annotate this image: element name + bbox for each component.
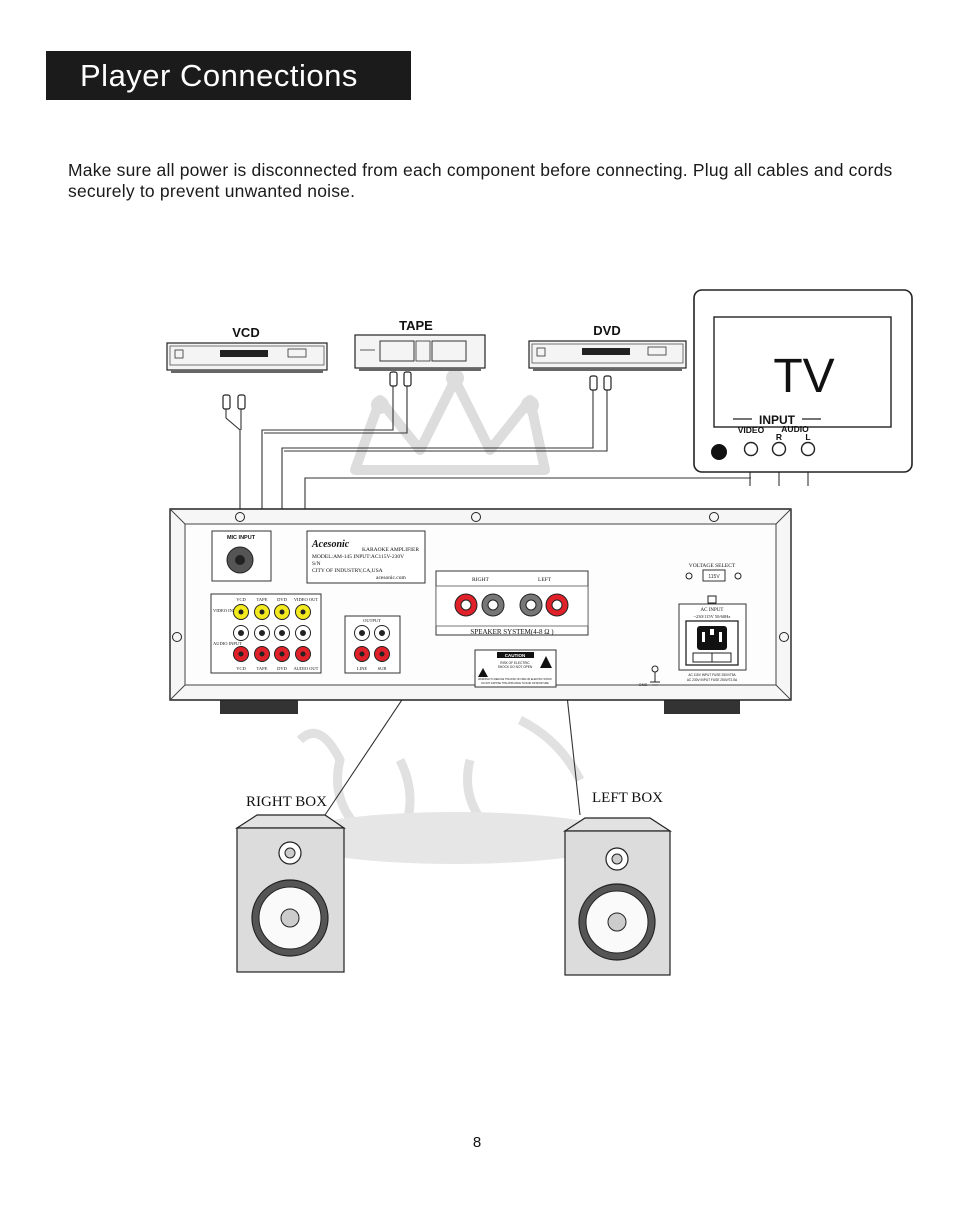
title-bar: Player Connections	[46, 51, 411, 100]
sub-label: SUB	[378, 666, 387, 671]
amp-model-line: MODEL:AM-145 INPUT:AC115V-230V	[312, 554, 404, 560]
dvd-player: DVD	[528, 323, 687, 371]
amp-serial-line: S/N	[312, 561, 321, 567]
mic-input-label: MIC INPUT	[227, 535, 256, 541]
jack-label-dvd-bottom: DVD	[277, 666, 287, 671]
tv-power-knob	[711, 444, 727, 460]
caution-warning2: DO NOT EXPOSE THIS APPLIANCE TO RAIN OR …	[481, 682, 549, 685]
ac-input-label: AC INPUT	[701, 608, 724, 613]
caution-warning1: WARNING:TO REDUCE THE RISK OF FIRE OR EL…	[478, 678, 552, 681]
tv: TV INPUT VIDEO AUDIO R L	[693, 289, 913, 473]
left-box-label: LEFT BOX	[592, 790, 663, 806]
tape-deck: TAPE	[354, 318, 486, 371]
jack-label-dvd-top: DVD	[277, 597, 287, 602]
gnd-label: GND	[639, 682, 648, 687]
left-speaker: LEFT BOX	[562, 790, 673, 976]
caution-title: CAUTION	[505, 653, 526, 658]
ac-rating-label: ~230/115V 50/60Hz	[694, 614, 731, 619]
speaker-system-label: SPEAKER SYSTEM(4-8 Ω )	[470, 628, 554, 636]
right-box-label: RIGHT BOX	[246, 794, 327, 810]
audio-input-label: AUDIO INPUT	[213, 641, 242, 646]
tv-right-label: R	[776, 432, 782, 442]
right-speaker: RIGHT BOX	[234, 794, 346, 973]
caution-line2: SHOCK DO NOT OPEN	[498, 665, 533, 669]
page-number: 8	[472, 1134, 482, 1151]
jack-label-video-out: VIDEO OUT	[294, 597, 319, 602]
amp-city-line: CITY OF INDUSTRY,CA,USA	[312, 568, 383, 574]
tv-input-label: INPUT	[759, 413, 796, 427]
page-title: Player Connections	[80, 58, 358, 93]
tv-audio-l-jack	[800, 441, 816, 457]
line-label: LINE	[357, 666, 367, 671]
jack-label-vcd-bottom: VCD	[236, 666, 246, 671]
caution-line1: RISK OF ELECTRIC	[500, 661, 530, 665]
amp-product-line: KARAOKE AMPLIFIER	[362, 547, 419, 553]
jack-label-vcd-top: VCD	[236, 597, 246, 602]
vcd-label: VCD	[232, 325, 259, 340]
tv-audio-r-jack	[771, 441, 787, 457]
dvd-label: DVD	[593, 323, 620, 338]
jack-label-tape-bottom: TAPE	[257, 666, 268, 671]
vcd-player: VCD	[166, 325, 328, 373]
tv-left-label: L	[805, 432, 810, 442]
intro-paragraph: Make sure all power is disconnected from…	[68, 160, 893, 201]
voltage-value: 115V	[708, 574, 720, 580]
dvd-plugs	[589, 375, 612, 391]
tape-plugs	[389, 371, 412, 387]
voltage-select-label: VOLTAGE SELECT	[689, 563, 736, 569]
fuse-line2: AC 230V INPUT FUSE 250V/T2.5A	[687, 678, 738, 682]
crown-watermark	[350, 369, 550, 475]
amplifier: MIC INPUT Acesonic KARAOKE AMPLIFIER MOD…	[169, 508, 792, 714]
amp-brand: Acesonic	[311, 539, 350, 550]
tape-label: TAPE	[399, 318, 433, 333]
vcd-plugs	[222, 394, 246, 410]
mascot-shadow	[285, 812, 625, 864]
tv-label: TV	[773, 350, 834, 403]
speaker-left-label: LEFT	[538, 577, 552, 583]
speaker-right-label: RIGHT	[472, 577, 489, 583]
amp-website: acesonic.com	[376, 575, 406, 581]
output-label: OUTPUT	[363, 618, 381, 623]
tv-video-label: VIDEO	[738, 425, 765, 435]
jack-label-tape-top: TAPE	[257, 597, 268, 602]
fuse-line1: AC 115V INPUT FUSE 250V/T5A	[688, 673, 736, 677]
video-input-label: VIDEO INPUT	[213, 608, 242, 613]
jack-label-audio-out: AUDIO OUT	[294, 666, 319, 671]
tv-video-jack	[743, 441, 759, 457]
tv-audio-label: AUDIO	[781, 424, 809, 434]
speaker-terminals	[454, 593, 569, 617]
